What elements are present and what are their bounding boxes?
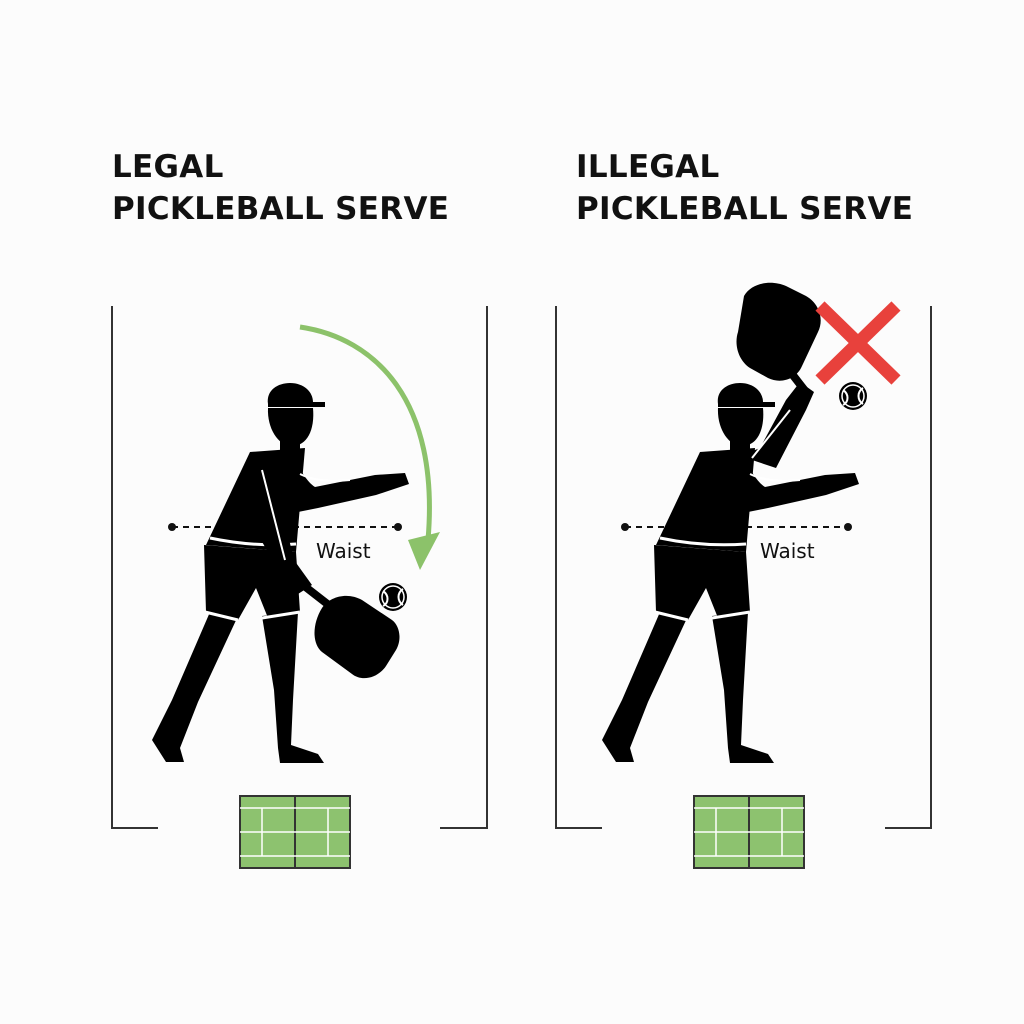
- court-icon: [239, 795, 351, 869]
- legal-title: LEGAL PICKLEBALL SERVE: [112, 146, 449, 230]
- legal-frame-right: [440, 306, 488, 829]
- legal-ball-icon: [378, 582, 408, 612]
- legal-paddle-icon: [300, 581, 400, 679]
- legal-title-line2: PICKLEBALL SERVE: [112, 191, 450, 227]
- legal-player-figure: [150, 381, 411, 765]
- illegal-frame-right: [885, 306, 932, 829]
- legal-waist-label: Waist: [316, 539, 371, 563]
- illegal-paddle-icon: [736, 282, 821, 395]
- legal-frame-left: [111, 306, 158, 829]
- red-x-icon: [815, 301, 901, 385]
- illegal-player-figure: [600, 381, 861, 765]
- court-icon: [693, 795, 805, 869]
- illegal-ball-icon: [838, 381, 868, 411]
- curved-arrow-icon: [299, 324, 440, 570]
- illegal-title-line1: ILLEGAL: [576, 149, 720, 185]
- illegal-panel: Waist: [555, 282, 932, 869]
- illegal-frame-left: [555, 306, 602, 829]
- illegal-waist-label: Waist: [760, 539, 815, 563]
- legal-panel: Waist: [111, 306, 488, 869]
- illegal-title-line2: PICKLEBALL SERVE: [576, 191, 914, 227]
- legal-title-line1: LEGAL: [112, 149, 224, 185]
- illegal-title: ILLEGAL PICKLEBALL SERVE: [576, 146, 913, 230]
